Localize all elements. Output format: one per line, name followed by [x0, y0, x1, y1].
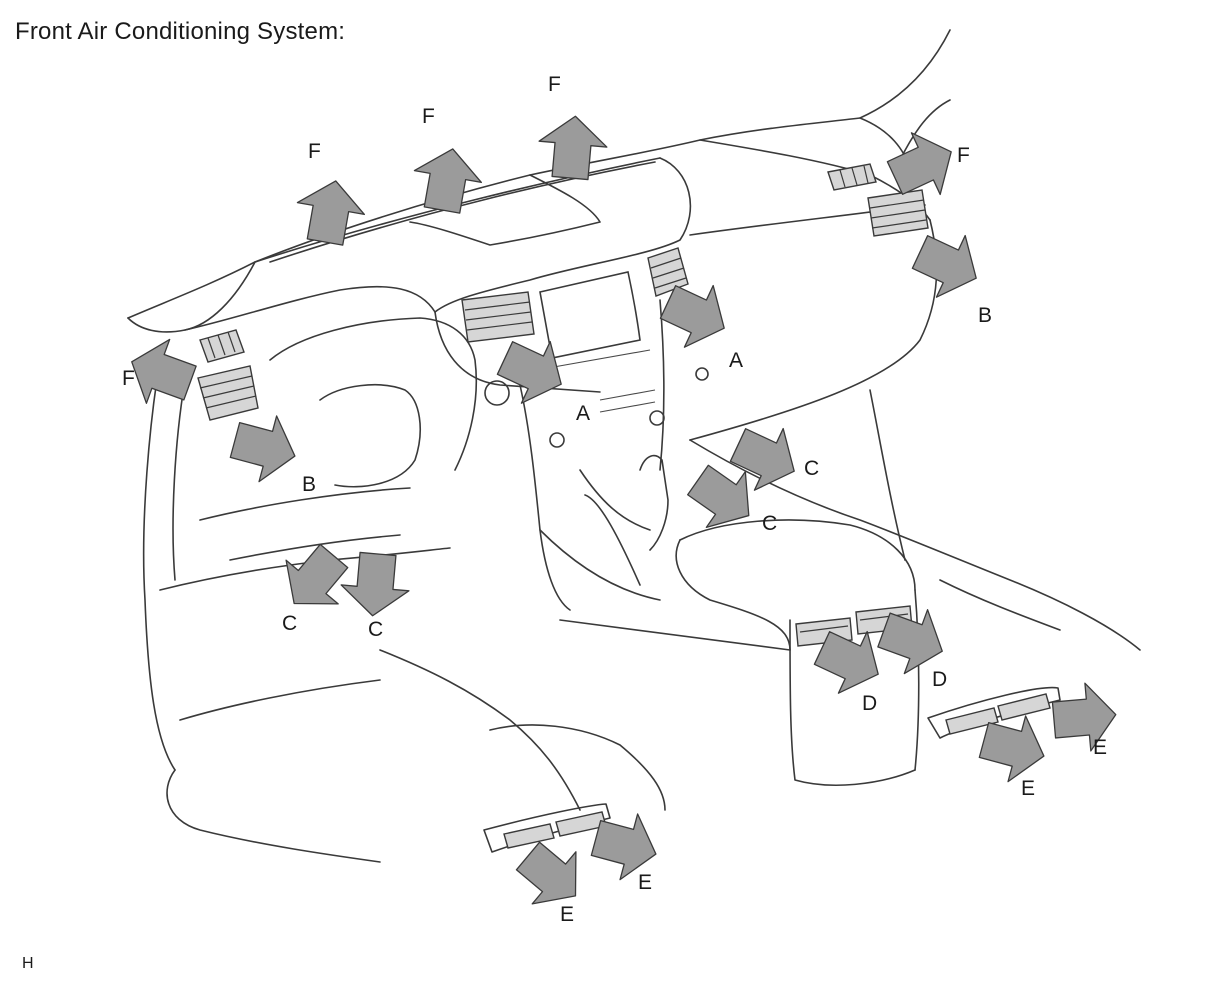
label-f: F — [548, 73, 561, 96]
vent-right-side — [867, 189, 929, 237]
vent-floor-rear-left — [483, 803, 611, 853]
label-c: C — [762, 512, 777, 535]
knob — [484, 380, 510, 406]
vent-left-side — [197, 365, 259, 421]
arrow-icon — [1050, 680, 1120, 755]
display-screen — [539, 271, 641, 359]
label-f: F — [957, 144, 970, 167]
label-f: F — [308, 140, 321, 163]
knob — [649, 410, 665, 426]
label-a: A — [729, 349, 743, 372]
figure-code: H — [22, 955, 34, 972]
arrow-icon — [338, 550, 413, 620]
label-d: D — [932, 668, 947, 691]
label-b: B — [302, 473, 316, 496]
label-c: C — [282, 612, 297, 635]
label-c: C — [368, 618, 383, 641]
label-e: E — [1021, 777, 1035, 800]
airflow-arrows — [119, 112, 1120, 923]
knob — [549, 432, 565, 448]
arrow-icon — [225, 406, 305, 490]
vent-right-defrost — [827, 163, 877, 191]
label-f: F — [422, 105, 435, 128]
arrow-icon — [290, 174, 370, 249]
label-d: D — [862, 692, 877, 715]
vent-left-defrost — [199, 329, 245, 363]
label-e: E — [638, 871, 652, 894]
page-title: Front Air Conditioning System: — [15, 18, 346, 45]
knob — [695, 367, 709, 381]
outlet-labels: F F F F F A A B B C C C C D D E E E E — [122, 73, 1107, 926]
arrow-icon — [904, 220, 992, 310]
label-a: A — [576, 402, 590, 425]
label-f: F — [122, 367, 135, 390]
label-e: E — [560, 903, 574, 926]
vent-center-left — [461, 291, 535, 343]
vent-floor-rear-right — [927, 686, 1061, 739]
label-e: E — [1093, 736, 1107, 759]
vent-center-right — [647, 247, 689, 297]
label-b: B — [978, 304, 992, 327]
label-c: C — [804, 457, 819, 480]
